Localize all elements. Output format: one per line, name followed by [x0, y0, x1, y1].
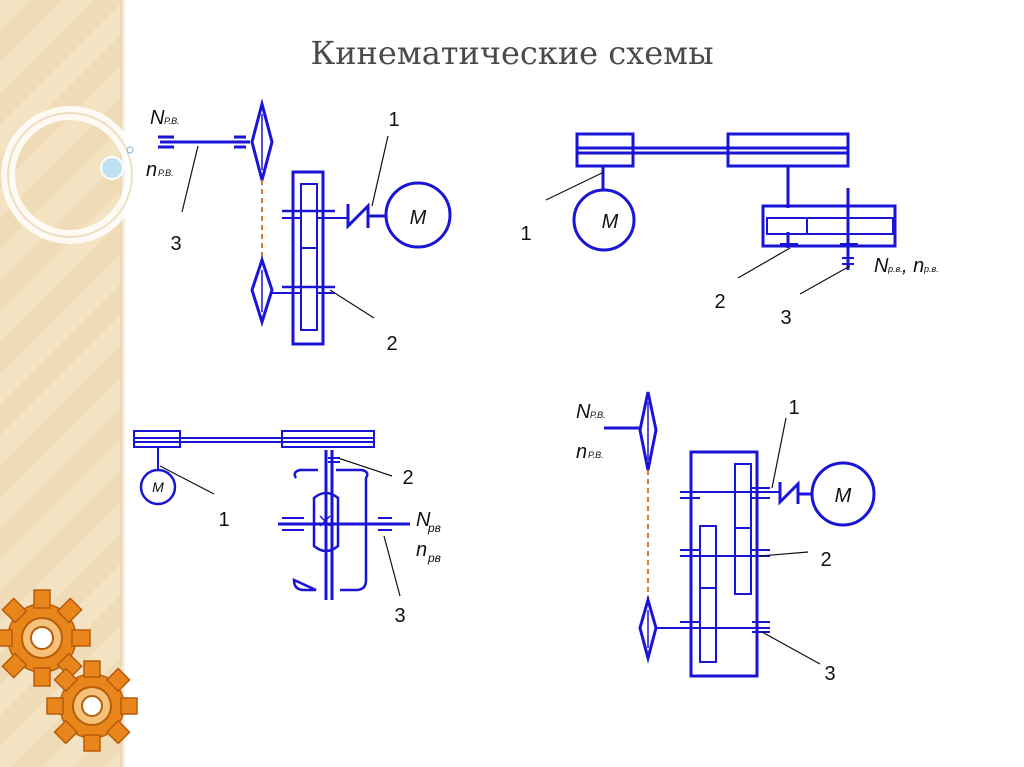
output-speed-label: n: [416, 539, 427, 561]
output-speed-subscript: Р.В.: [588, 450, 604, 460]
scheme-3: [133, 430, 410, 600]
callout-1: 1: [788, 397, 799, 419]
callout-3: 3: [824, 663, 835, 685]
callout-1: 1: [520, 223, 531, 245]
output-speed-label: n: [576, 441, 587, 463]
motor-label: M: [410, 207, 427, 229]
motor-label: M: [602, 211, 619, 233]
scheme-4: [604, 391, 876, 678]
scheme-2: [545, 132, 897, 295]
output-speed-subscript: р.в.: [923, 264, 939, 274]
callout-3: 3: [780, 307, 791, 329]
sidebar-edge: [120, 0, 126, 767]
callout-2: 2: [714, 291, 725, 313]
gear-icon: [46, 660, 138, 752]
scheme-4-labels: M 1 2 3 N Р.В. n Р.В.: [576, 397, 852, 685]
output-power-label: N: [416, 509, 431, 531]
callout-2: 2: [820, 549, 831, 571]
callout-2: 2: [402, 467, 413, 489]
scheme-3-labels: M 1 2 3 N рв n рв: [152, 467, 441, 627]
output-power-subscript: Р.В.: [590, 410, 606, 420]
motor-label: M: [152, 479, 164, 495]
callout-1: 1: [218, 509, 229, 531]
output-power-subscript: Р.В.: [164, 116, 180, 126]
output-speed-label: , n: [902, 255, 924, 277]
output-power-label: N: [874, 255, 889, 277]
output-speed-label: n: [146, 159, 157, 181]
callout-1: 1: [388, 109, 399, 131]
gear-icon: [0, 589, 91, 687]
slide-title: Кинематические схемы: [310, 34, 714, 72]
callout-3: 3: [170, 233, 181, 255]
callout-2: 2: [386, 333, 397, 355]
output-power-subscript: р.в.: [887, 264, 903, 274]
callout-3: 3: [394, 605, 405, 627]
output-speed-subscript: рв: [427, 551, 441, 565]
motor-label: M: [835, 485, 852, 507]
scheme-2-labels: M 1 2 3 N р.в. , n р.в.: [520, 211, 938, 329]
output-power-label: N: [150, 107, 165, 129]
output-power-label: N: [576, 401, 591, 423]
scheme-1-labels: M 1 2 3 N Р.В. n Р.В.: [146, 107, 427, 355]
scheme-1: [158, 98, 452, 346]
output-speed-subscript: Р.В.: [158, 168, 174, 178]
output-power-subscript: рв: [427, 521, 441, 535]
ring-decoration: [1, 106, 139, 244]
